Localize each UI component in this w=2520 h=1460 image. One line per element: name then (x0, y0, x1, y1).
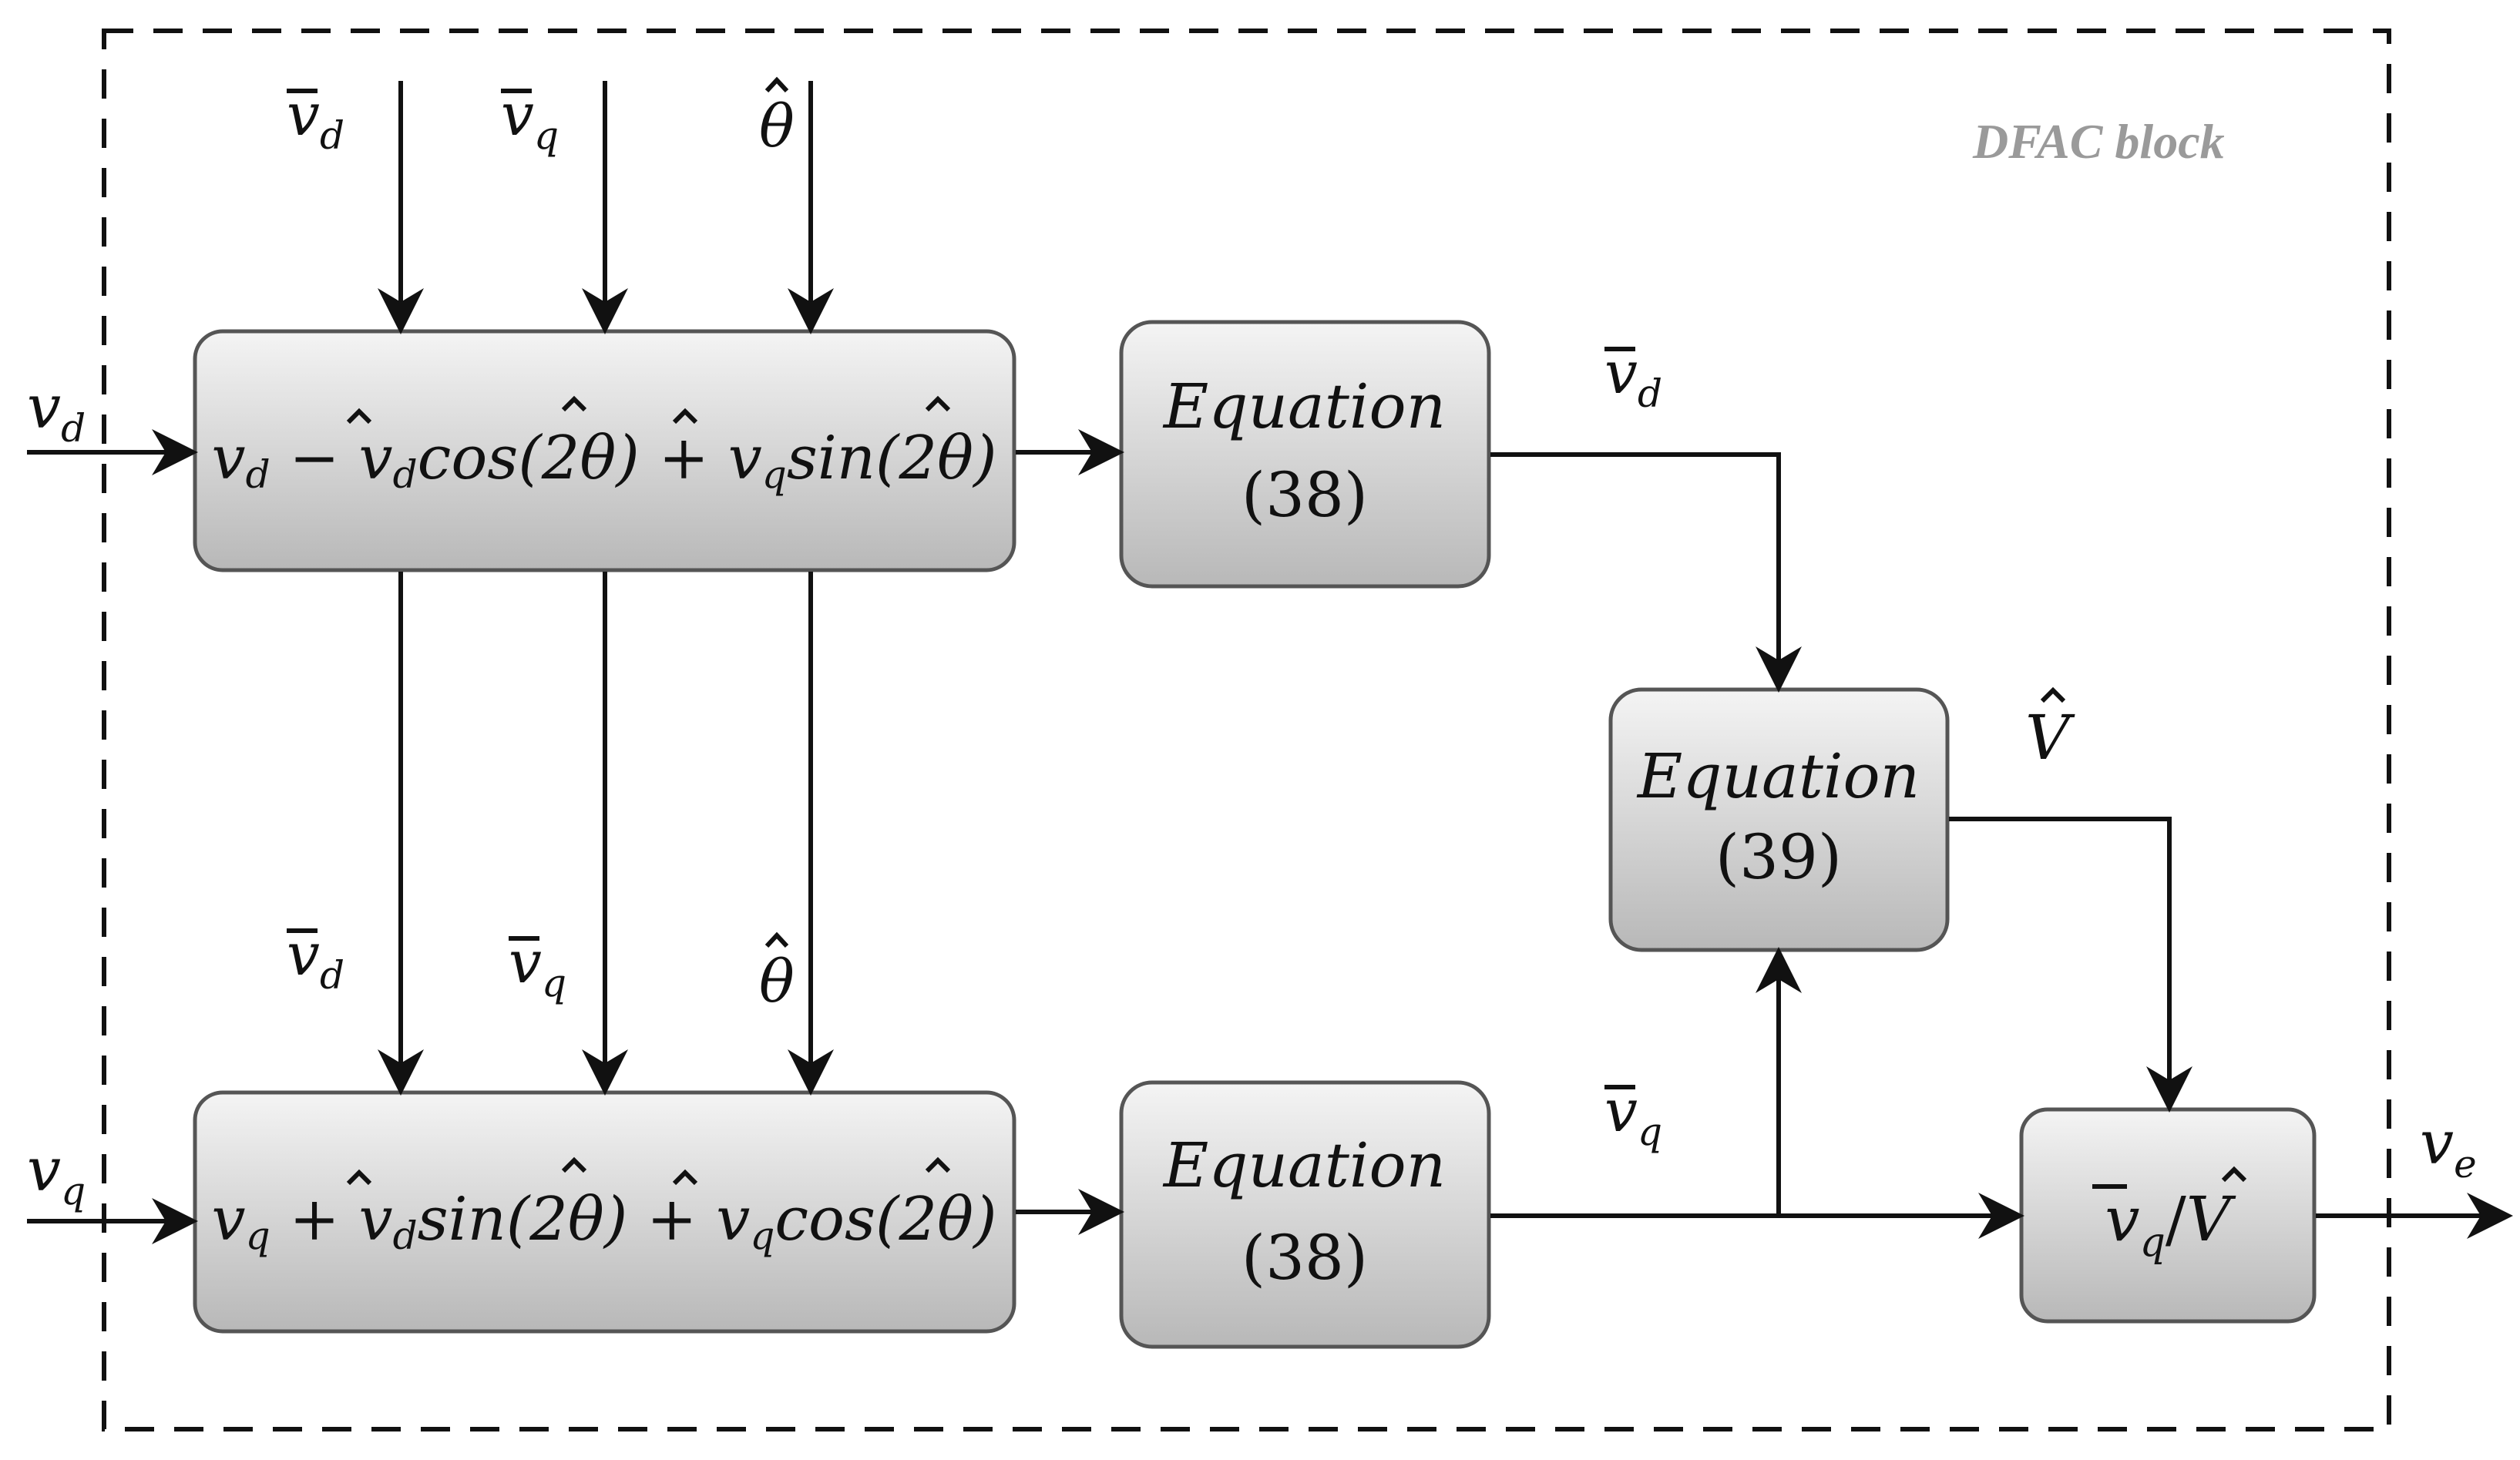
hat-accent (346, 1169, 372, 1186)
top-transform-block: vd − vdcos(2θ) + vqsin(2θ) (193, 329, 1016, 572)
input-vd-label: vd (27, 373, 86, 451)
svg-text:(38): (38) (1242, 1222, 1368, 1294)
mid-label-theta-hat: θ (759, 931, 795, 1015)
hat-accent (672, 408, 698, 425)
bottom-transform-block: vq + vdsin(2θ) + vqcos(2θ) (193, 1090, 1016, 1334)
top-label-theta-hat: θ (759, 76, 795, 160)
hat-accent (925, 1156, 951, 1173)
svg-text:Equation: Equation (1162, 1129, 1446, 1201)
vd-bar-to-eq39-wire (1490, 452, 1802, 693)
svg-text:vq + vdsin(2θ) + vqcos(2θ): vq + vdsin(2θ) + vqcos(2θ) (212, 1185, 997, 1259)
svg-text:θ: θ (759, 947, 795, 1015)
svg-text:(38): (38) (1242, 459, 1368, 531)
svg-text:Equation: Equation (1162, 371, 1446, 442)
svg-text:(39): (39) (1715, 821, 1842, 893)
input-vq-label: vq (27, 1136, 86, 1213)
hat-accent (2221, 1166, 2247, 1183)
mid-label-vq-bar: vq (509, 928, 566, 1005)
top-block-term-vd: v (212, 424, 246, 493)
hat-accent (561, 395, 587, 412)
hat-accent (346, 408, 372, 425)
hat-accent (925, 395, 951, 412)
v-hat-to-division-wire (1949, 817, 2192, 1113)
mid-label-vd-bar: vd (287, 920, 344, 998)
dfac-block-frame (102, 29, 2391, 1431)
equation-38-bottom-block: Equation (38) (1119, 1080, 1491, 1349)
dfac-block-label: DFAC block (1972, 114, 2225, 169)
top-label-vd-bar: vd (287, 80, 344, 158)
hat-accent (672, 1169, 698, 1186)
svg-text:θ: θ (759, 92, 795, 160)
svg-text:vq/V: vq/V (2105, 1183, 2236, 1266)
wire-label-vq-bar-out: vq (1604, 1076, 1662, 1154)
wire-label-v-hat: V (2025, 686, 2075, 774)
top-label-vq-bar: vq (501, 80, 559, 158)
equation-38-top-block: Equation (38) (1119, 320, 1491, 589)
hat-accent (561, 1156, 587, 1173)
equation-39-block: Equation (39) (1608, 687, 1950, 952)
output-ve-label: ve (2420, 1109, 2477, 1186)
svg-text:V: V (2025, 702, 2075, 774)
svg-text:vd − vdcos(2θ) + vqsin(2θ): vd − vdcos(2θ) + vqsin(2θ) (212, 424, 997, 498)
wire-label-vd-bar-out: vd (1604, 338, 1662, 416)
svg-text:Equation: Equation (1636, 740, 1920, 812)
division-block: vq/V (2019, 1107, 2317, 1324)
